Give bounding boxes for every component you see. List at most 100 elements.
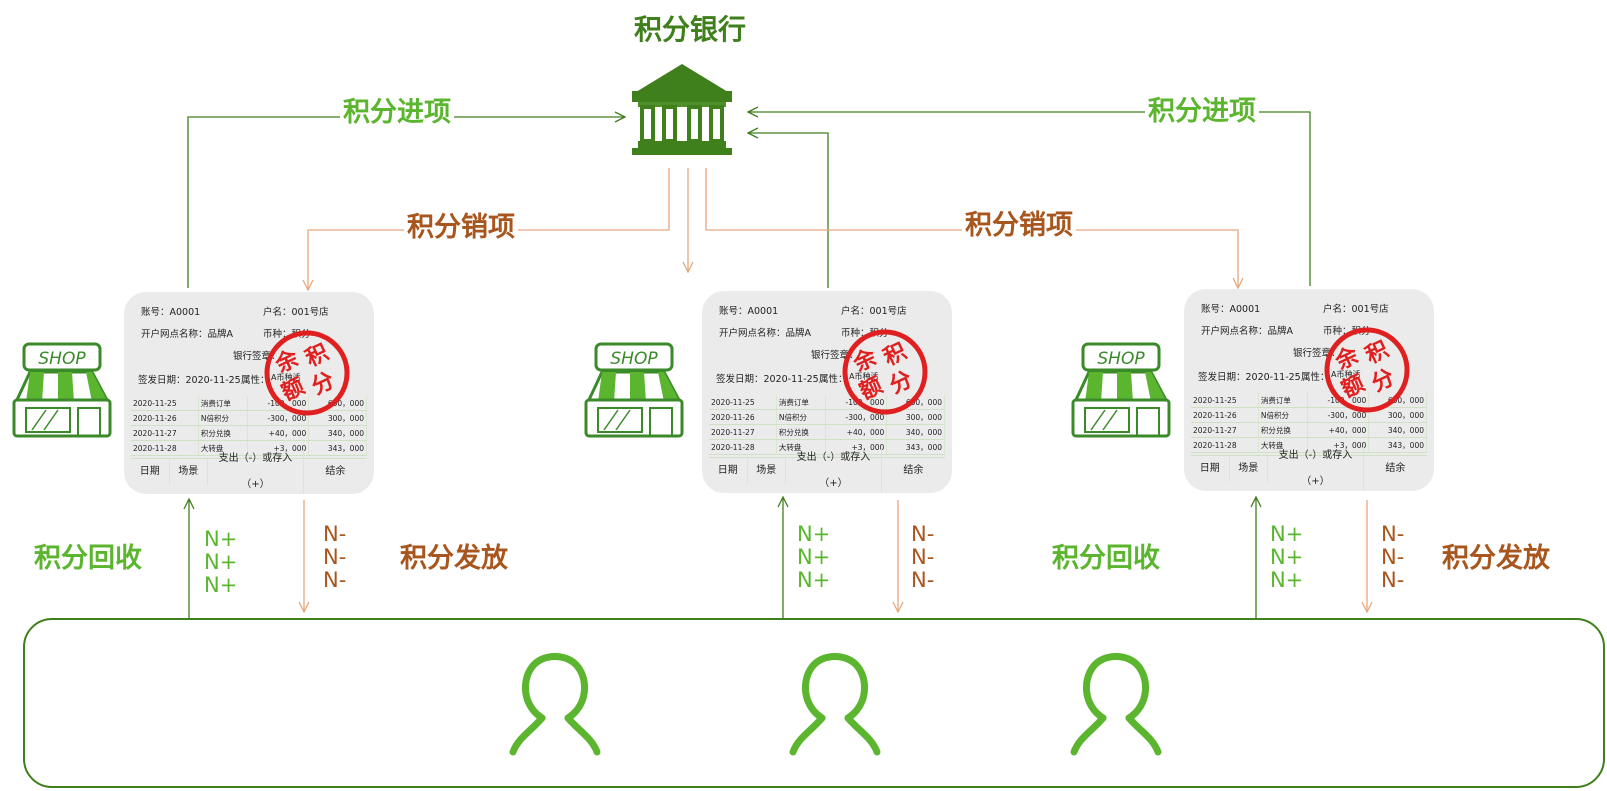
table-cell: 300，000 bbox=[886, 409, 945, 425]
passbook-card: 账号：A0001 户名：001号店 开户网点名称：品牌A 币种：积分 银行签章：… bbox=[124, 292, 374, 494]
bank-title: 积分银行 bbox=[634, 13, 747, 46]
table-cell: -300，000 bbox=[825, 409, 888, 425]
column-header: 结余 bbox=[325, 466, 346, 477]
card-signature: 银行签章： bbox=[1293, 348, 1341, 359]
card-branch: 开户网点名称：品牌A bbox=[1201, 326, 1293, 337]
shop-sign: SHOP bbox=[610, 349, 658, 369]
user-icon bbox=[789, 653, 881, 756]
recycle-label-right: 积分回收 bbox=[1052, 543, 1160, 574]
card-signature: 银行签章： bbox=[811, 350, 859, 361]
users-container bbox=[23, 618, 1605, 788]
card-currency: 币种：积分 bbox=[263, 329, 311, 340]
table-cell: +3，000 bbox=[247, 440, 310, 456]
shop-sign: SHOP bbox=[1097, 349, 1145, 369]
table-cell: 积分兑换 bbox=[1258, 422, 1308, 438]
table-cell: -300，000 bbox=[247, 410, 310, 426]
n-plus-3: N+ N+ N+ bbox=[1270, 522, 1304, 592]
svg-text:分: 分 bbox=[886, 367, 917, 399]
card-issue-date: 签发日期：2020-11-25 bbox=[138, 375, 241, 386]
column-header: 场景 bbox=[748, 458, 787, 484]
table-cell: N倍积分 bbox=[1258, 407, 1308, 423]
table-cell: 消费订单 bbox=[776, 395, 826, 410]
card-attr-value: A币种活 bbox=[849, 372, 879, 381]
table-cell: 2020-11-27 bbox=[131, 425, 199, 441]
n-minus-3: N- N- N- bbox=[1381, 522, 1405, 592]
svg-text:分: 分 bbox=[1368, 365, 1399, 397]
card-holder: 户名：001号店 bbox=[263, 307, 329, 318]
column-header: 支出（-）或存入（+） bbox=[208, 446, 304, 494]
table-cell: 2020-11-28 bbox=[1191, 437, 1259, 453]
card-columns: 日期 场景 支出（-）或存入（+） 结余 bbox=[1191, 443, 1427, 491]
passbook-card: 账号：A0001 户名：001号店 开户网点名称：品牌A 币种：积分 银行签章：… bbox=[1184, 289, 1434, 491]
card-issue-date: 签发日期：2020-11-25 bbox=[1198, 372, 1301, 383]
svg-text:分: 分 bbox=[308, 368, 339, 400]
in-arrow-left bbox=[187, 117, 625, 288]
column-header: 场景 bbox=[170, 459, 209, 485]
svg-text:额: 额 bbox=[1338, 371, 1369, 403]
table-cell: 343，000 bbox=[308, 440, 367, 456]
stamp-icon: 余 积 额 分 bbox=[264, 330, 350, 416]
svg-text:积: 积 bbox=[1362, 337, 1393, 369]
card-holder: 户名：001号店 bbox=[1323, 304, 1389, 315]
card-columns: 日期 场景 支出（-）或存入（+） 结余 bbox=[709, 445, 945, 493]
out-label-right: 积分销项 bbox=[962, 212, 1076, 239]
out-label-left: 积分销项 bbox=[404, 214, 518, 241]
n-minus-2: N- N- N- bbox=[911, 522, 935, 592]
column-header: 日期 bbox=[709, 458, 748, 484]
n-plus-2: N+ N+ N+ bbox=[797, 522, 831, 592]
recycle-label-left: 积分回收 bbox=[34, 543, 142, 574]
card-attr: 属性： bbox=[1301, 372, 1330, 383]
table-cell: 2020-11-26 bbox=[1191, 407, 1259, 423]
card-attr-value: A币种活 bbox=[271, 373, 301, 382]
column-header: 结余 bbox=[903, 465, 924, 476]
table-cell: 343，000 bbox=[886, 439, 945, 455]
card-branch: 开户网点名称：品牌A bbox=[719, 328, 811, 339]
column-header: 日期 bbox=[1191, 456, 1230, 482]
issue-label-right: 积分发放 bbox=[1442, 543, 1550, 574]
card-holder: 户名：001号店 bbox=[841, 306, 907, 317]
card-account: 账号：A0001 bbox=[1201, 304, 1261, 315]
column-header: 场景 bbox=[1230, 456, 1269, 482]
in-label-right: 积分进项 bbox=[1145, 98, 1259, 125]
shop-icon: SHOP bbox=[6, 342, 116, 446]
table-cell: 300，000 bbox=[1368, 407, 1427, 423]
svg-text:积: 积 bbox=[880, 339, 911, 371]
table-cell: -300，000 bbox=[1307, 407, 1370, 423]
bank-icon bbox=[632, 64, 732, 155]
card-account: 账号：A0001 bbox=[719, 306, 779, 317]
table-cell: N倍积分 bbox=[776, 409, 826, 425]
table-cell: 2020-11-28 bbox=[709, 439, 777, 455]
column-header: 支出（-）或存入（+） bbox=[1268, 443, 1364, 491]
table-cell: 2020-11-27 bbox=[1191, 422, 1259, 438]
card-attr: 属性： bbox=[241, 375, 270, 386]
n-plus-1: N+ N+ N+ bbox=[204, 527, 238, 597]
table-cell: +3，000 bbox=[825, 439, 888, 455]
table-cell: 2020-11-28 bbox=[131, 440, 199, 456]
card-branch: 开户网点名称：品牌A bbox=[141, 329, 233, 340]
svg-text:积: 积 bbox=[302, 340, 333, 372]
table-cell: 343，000 bbox=[1368, 437, 1427, 453]
stamp-icon: 余 积 额 分 bbox=[842, 329, 928, 415]
table-cell: N倍积分 bbox=[198, 410, 248, 426]
in-arrow-middle bbox=[748, 133, 829, 288]
table-cell: 2020-11-26 bbox=[131, 410, 199, 426]
column-header: 结余 bbox=[1385, 463, 1406, 474]
shop-icon: SHOP bbox=[578, 342, 688, 446]
card-attr-value: A币种活 bbox=[1331, 370, 1361, 379]
table-cell: 2020-11-25 bbox=[709, 395, 777, 410]
card-currency: 币种：积分 bbox=[1323, 326, 1371, 337]
table-cell: +40，000 bbox=[247, 425, 310, 441]
table-cell: +40，000 bbox=[1307, 422, 1370, 438]
